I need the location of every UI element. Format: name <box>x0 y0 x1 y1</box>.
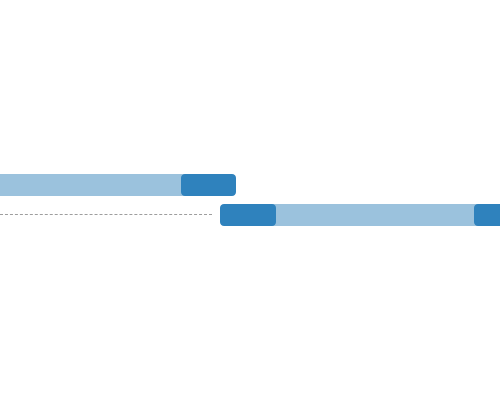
timeline-row-2 <box>0 204 500 226</box>
timeline-row-1 <box>0 174 500 196</box>
segment-1-bar[interactable] <box>0 174 202 196</box>
segment-1-end-handle[interactable] <box>181 174 236 196</box>
connector-guide-line <box>0 214 212 215</box>
segment-2-bar[interactable] <box>244 204 500 226</box>
segment-2-end-handle[interactable] <box>474 204 500 226</box>
segment-2-start-handle[interactable] <box>220 204 276 226</box>
